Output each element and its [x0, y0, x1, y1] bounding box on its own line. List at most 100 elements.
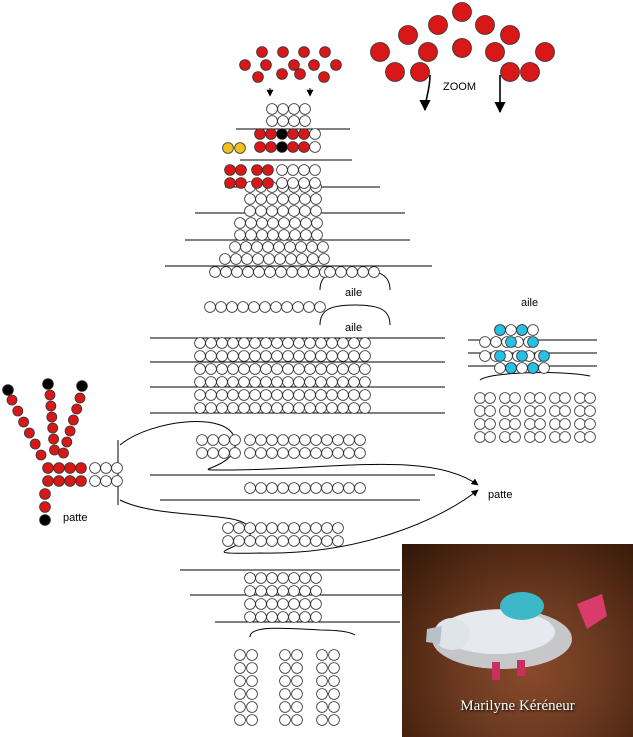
bead	[244, 447, 256, 459]
bead	[484, 405, 496, 417]
bead	[346, 266, 358, 278]
bead	[238, 363, 250, 375]
bead	[524, 431, 536, 443]
bead	[277, 205, 289, 217]
bead	[255, 572, 267, 584]
bead	[298, 128, 310, 140]
bead	[111, 462, 123, 474]
bead	[527, 362, 539, 374]
bead	[286, 266, 298, 278]
bead	[266, 598, 278, 610]
bead	[194, 402, 206, 414]
bead	[348, 350, 360, 362]
bead	[299, 193, 311, 205]
thread-path	[419, 74, 431, 112]
bead	[311, 229, 323, 241]
bead	[219, 253, 231, 265]
bead	[304, 350, 316, 362]
bead	[271, 350, 283, 362]
bead	[255, 205, 267, 217]
bead	[251, 164, 263, 176]
bead	[348, 389, 360, 401]
bead	[259, 301, 271, 313]
bead	[282, 337, 294, 349]
bead	[291, 662, 303, 674]
bead	[452, 38, 472, 58]
bead	[244, 572, 256, 584]
bead	[229, 241, 241, 253]
bead	[326, 350, 338, 362]
bead	[264, 266, 276, 278]
bead	[343, 447, 355, 459]
bead	[255, 447, 267, 459]
bead	[499, 392, 511, 404]
bead	[266, 205, 278, 217]
bead	[263, 253, 275, 265]
bead	[326, 402, 338, 414]
bead	[527, 336, 539, 348]
bead	[242, 266, 254, 278]
bead	[499, 418, 511, 430]
bead	[39, 488, 51, 500]
thread-path	[119, 489, 479, 554]
bead	[277, 447, 289, 459]
bead	[293, 402, 305, 414]
bead	[300, 229, 312, 241]
bead	[298, 46, 310, 58]
bead	[23, 427, 35, 439]
bead	[328, 714, 340, 726]
bead	[485, 42, 505, 62]
bead	[277, 522, 289, 534]
bead	[279, 714, 291, 726]
bead	[18, 416, 30, 428]
bead	[256, 46, 268, 58]
bead	[310, 434, 322, 446]
bead	[238, 389, 250, 401]
bead	[266, 447, 278, 459]
bead	[326, 363, 338, 375]
bead	[255, 434, 267, 446]
bead	[256, 217, 268, 229]
bead	[267, 229, 279, 241]
bead	[318, 253, 330, 265]
bead	[337, 376, 349, 388]
bead	[205, 376, 217, 388]
bead	[316, 649, 328, 661]
bead	[509, 392, 521, 404]
bead	[222, 522, 234, 534]
bead	[584, 392, 596, 404]
bead	[348, 363, 360, 375]
bead	[207, 434, 219, 446]
bead	[291, 688, 303, 700]
zoom-label: ZOOM	[443, 81, 476, 93]
bead	[359, 337, 371, 349]
bead	[278, 217, 290, 229]
bead	[288, 193, 300, 205]
bead	[332, 482, 344, 494]
bead	[559, 418, 571, 430]
bead	[279, 675, 291, 687]
bead	[254, 141, 266, 153]
bead	[410, 62, 430, 82]
bead	[288, 447, 300, 459]
bead	[271, 389, 283, 401]
thread-path	[479, 372, 591, 381]
bead	[321, 482, 333, 494]
bead	[505, 324, 517, 336]
bead	[287, 177, 299, 189]
bead	[194, 350, 206, 362]
bead	[293, 376, 305, 388]
bead	[293, 389, 305, 401]
bead	[255, 193, 267, 205]
bead	[46, 411, 58, 423]
bead	[240, 241, 252, 253]
bead	[479, 336, 491, 348]
bead	[452, 2, 472, 22]
bead	[535, 42, 555, 62]
bead	[299, 572, 311, 584]
bead	[218, 447, 230, 459]
bead	[276, 128, 288, 140]
bead	[332, 434, 344, 446]
bead	[559, 392, 571, 404]
